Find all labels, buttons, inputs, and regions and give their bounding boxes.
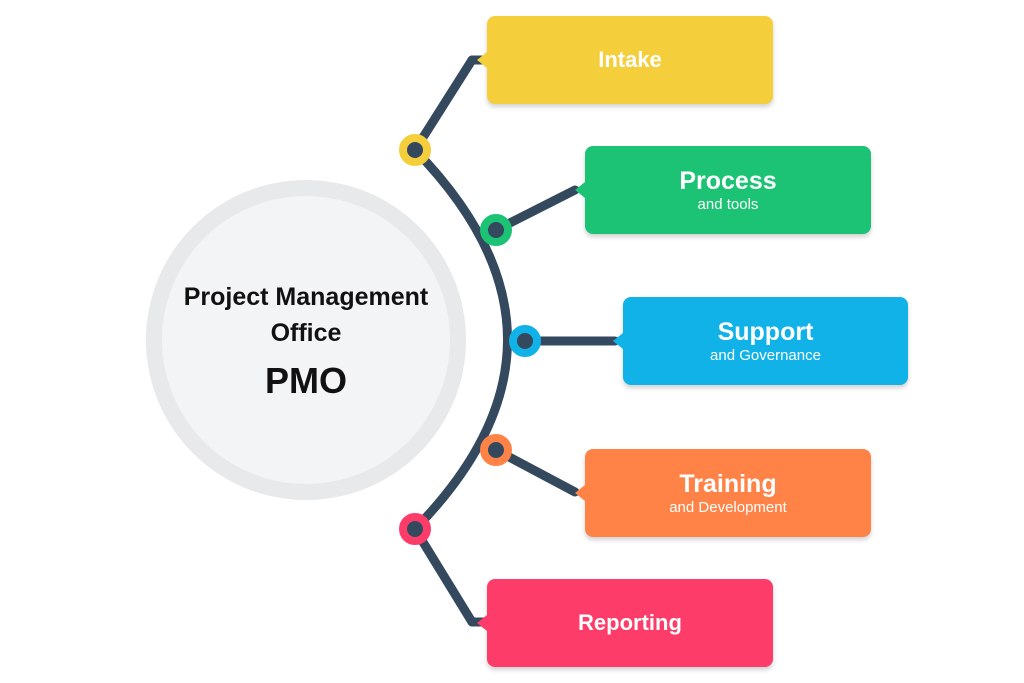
node-intake — [399, 134, 431, 166]
box-support: Support and Governance — [613, 297, 908, 385]
branch-line-reporting — [410, 524, 477, 627]
main-arc — [410, 145, 512, 534]
box-reporting: Reporting — [477, 579, 773, 667]
box-training: Training and Development — [575, 449, 871, 537]
node-support — [509, 325, 541, 357]
box-support-subtitle: and Governance — [710, 346, 821, 364]
box-process-title: Process — [679, 166, 777, 195]
node-training — [480, 434, 512, 466]
box-process: Process and tools — [575, 146, 871, 234]
pmo-hub-circle: Project Management Office PMO — [146, 180, 466, 500]
box-intake-title: Intake — [598, 47, 662, 72]
box-intake: Intake — [477, 16, 773, 104]
box-process-subtitle: and tools — [697, 195, 759, 213]
hub-title: Project Management Office — [183, 283, 429, 347]
box-support-title: Support — [717, 317, 814, 346]
box-training-subtitle: and Development — [669, 498, 787, 516]
box-training-title: Training — [679, 469, 777, 498]
node-process — [480, 214, 512, 246]
box-reporting-title: Reporting — [578, 610, 682, 635]
node-reporting — [399, 513, 431, 545]
hub-abbreviation: PMO — [264, 360, 347, 401]
branch-line-intake — [410, 55, 477, 155]
